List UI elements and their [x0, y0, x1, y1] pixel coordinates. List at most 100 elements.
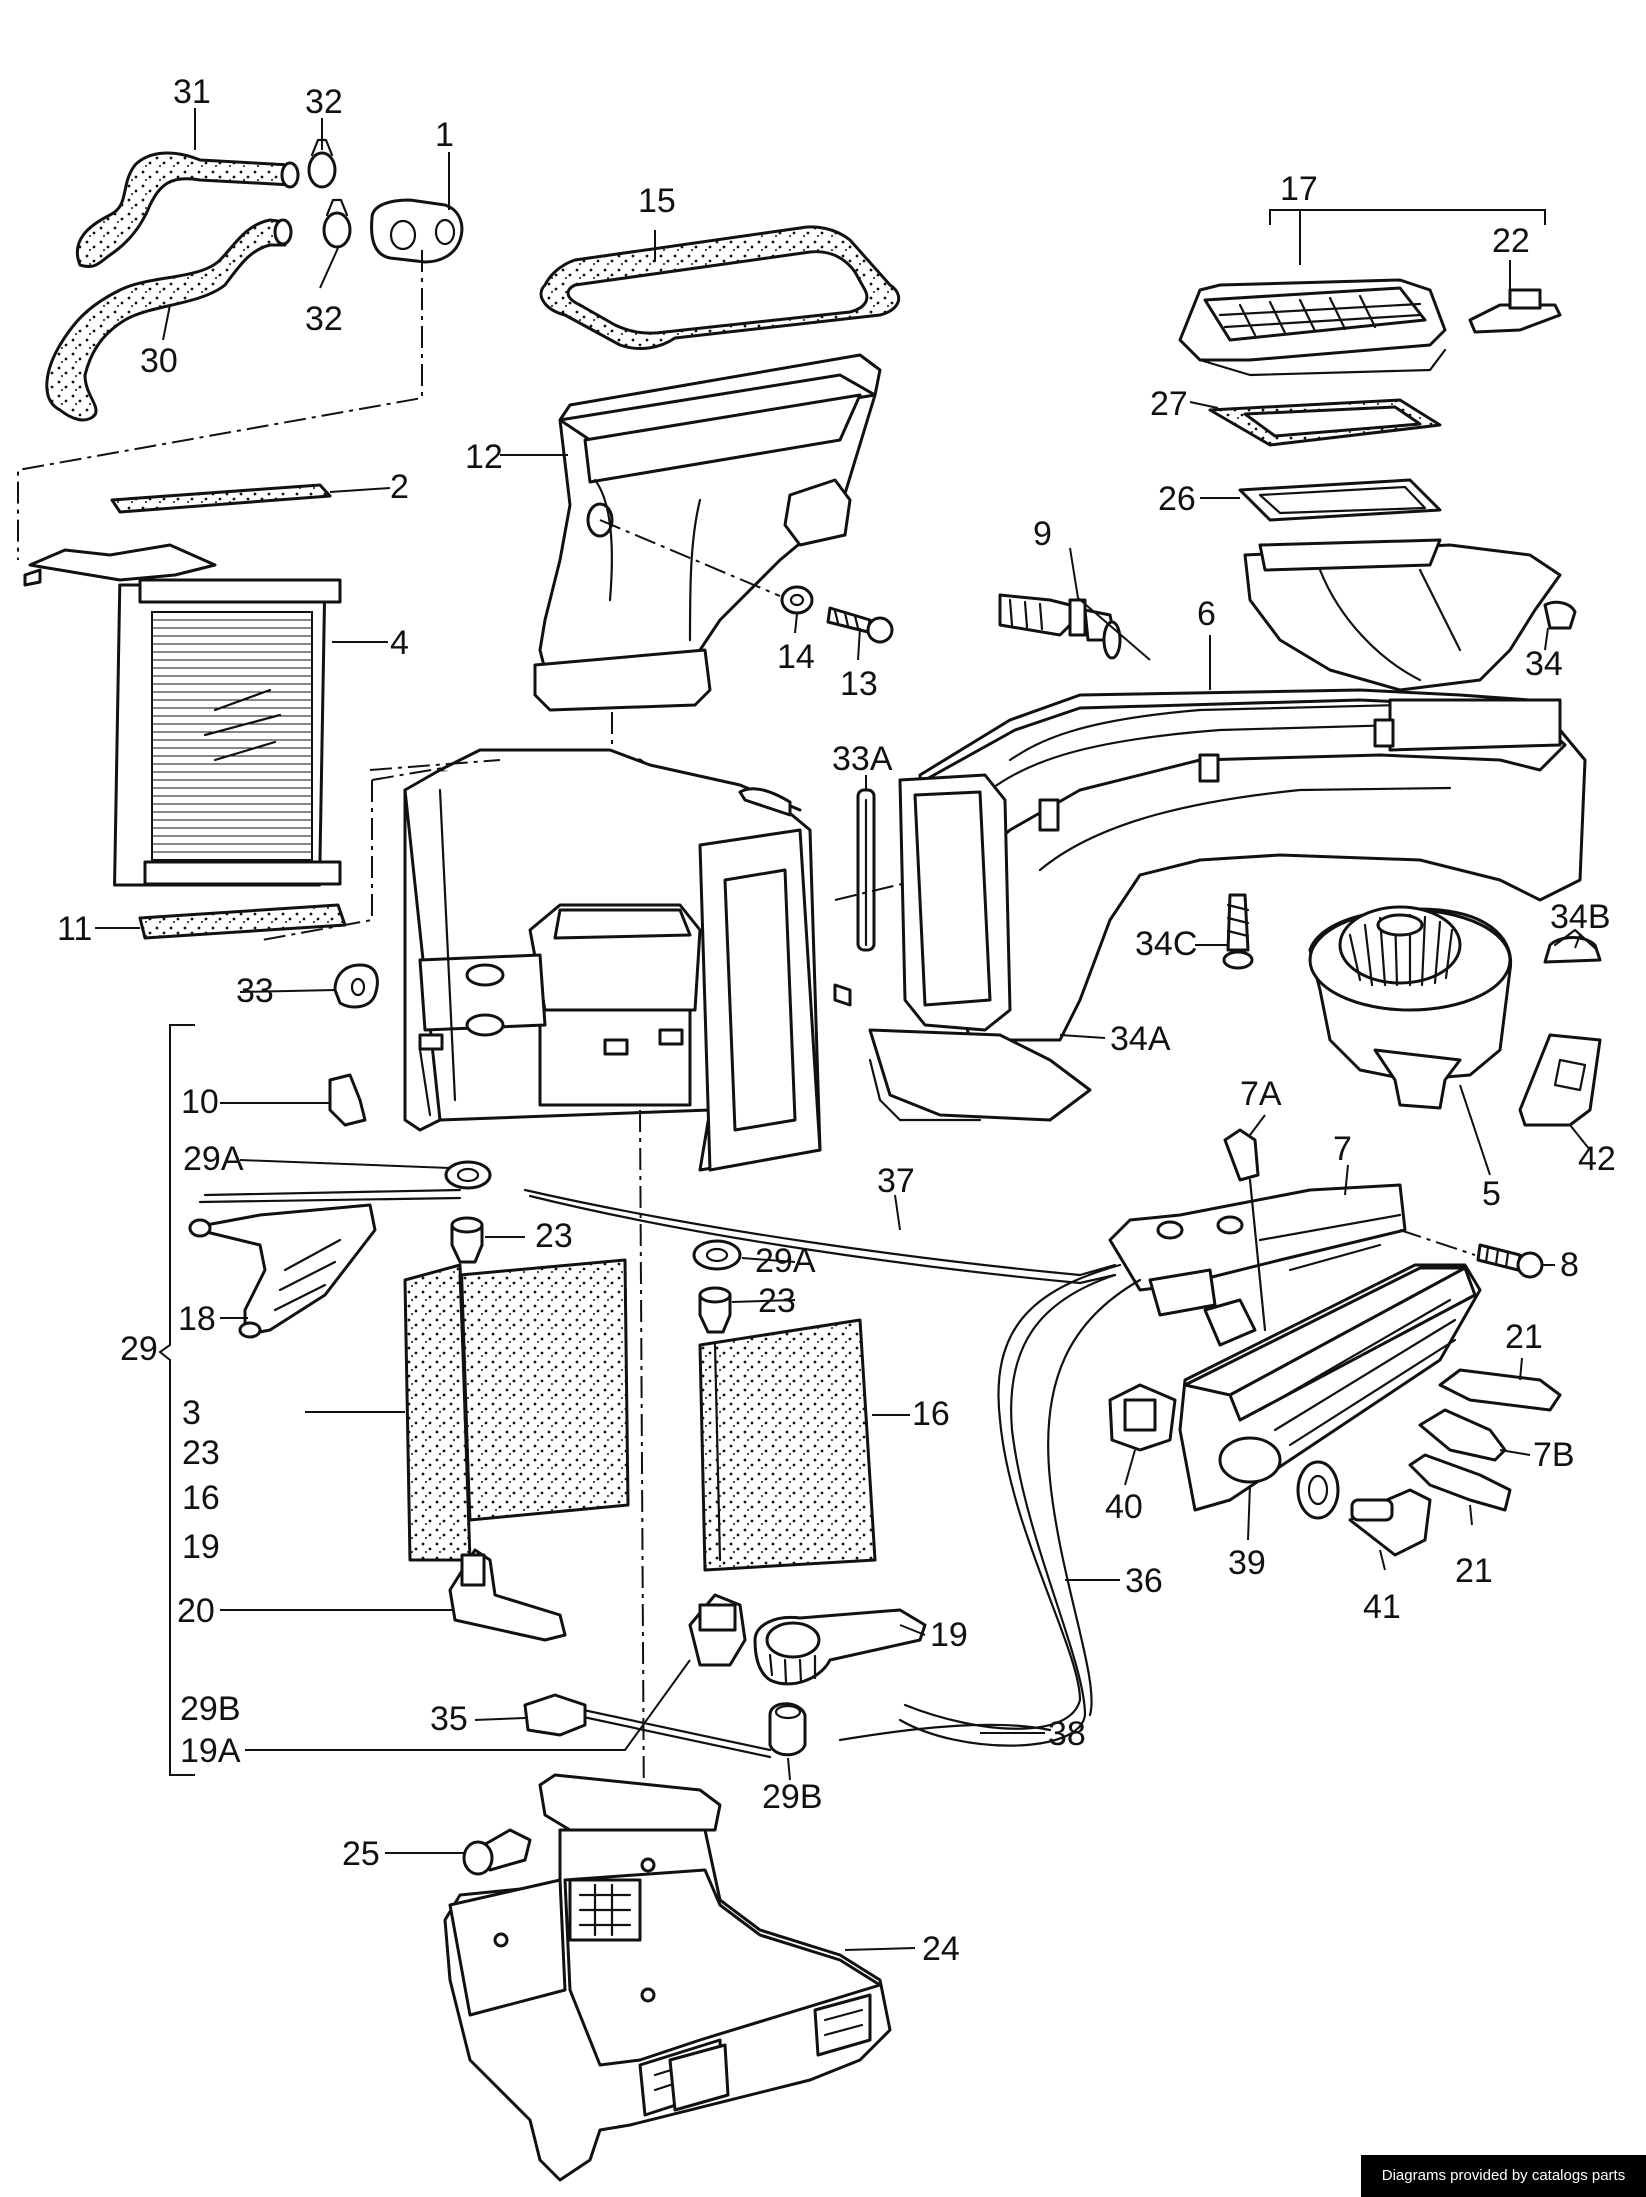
air-flap-16 [698, 1318, 877, 1572]
label-29: 29 [120, 1330, 158, 1368]
seal-strip-11 [138, 903, 347, 940]
label-29b: 29B [762, 1778, 823, 1816]
guide-18 [188, 1203, 377, 1339]
label-18: 18 [178, 1300, 216, 1338]
label-6: 6 [1197, 595, 1216, 633]
seal-27 [1208, 398, 1442, 447]
label-27: 27 [1150, 385, 1188, 423]
label-4: 4 [390, 624, 409, 662]
grommet-1 [370, 198, 464, 264]
connection-line-1 [17, 250, 423, 560]
connection-line-9 [1399, 1229, 1476, 1256]
control-bracket-7 [1108, 1183, 1407, 1347]
connector-9 [998, 593, 1122, 660]
connection-line-3 [371, 759, 491, 781]
lever-20 [448, 1548, 567, 1642]
seal-15 [539, 225, 901, 350]
label-21-top: 21 [1505, 1318, 1543, 1356]
label-7: 7 [1333, 1130, 1352, 1168]
label-37: 37 [877, 1162, 915, 1200]
connection-line-2 [261, 780, 373, 941]
connection-line-6 [369, 759, 501, 771]
label-17: 17 [1280, 170, 1318, 208]
air-duct-12 [533, 353, 882, 712]
slider-21-top [1438, 1368, 1562, 1412]
label-5: 5 [1482, 1175, 1501, 1213]
label-15: 15 [638, 182, 676, 220]
label-33a: 33A [832, 740, 893, 778]
resistor-42 [1518, 1033, 1602, 1127]
bracket-17 [1269, 209, 1546, 265]
label-29a-right: 29A [755, 1242, 816, 1280]
label-34a: 34A [1110, 1020, 1171, 1058]
grommet-29a-left [444, 1160, 492, 1190]
label-31: 31 [173, 73, 211, 111]
label-42: 42 [1578, 1140, 1616, 1178]
label-30: 30 [140, 342, 178, 380]
label-25: 25 [342, 1835, 380, 1873]
cable-36 [903, 1263, 1122, 1730]
bracket-29 [158, 1024, 195, 1776]
blower-motor-5 [1308, 905, 1513, 1110]
cap-23-right [698, 1286, 732, 1334]
label-7a: 7A [1240, 1075, 1282, 1113]
leader-lines [95, 108, 1591, 1951]
label-23-left: 23 [535, 1217, 573, 1255]
label-12: 12 [465, 438, 503, 476]
label-29b-group: 29B [180, 1690, 241, 1728]
seal-strip-2 [110, 483, 332, 514]
label-26: 26 [1158, 480, 1196, 518]
heat-exchanger-4 [23, 543, 342, 887]
rotary-knob-41b [1348, 1488, 1432, 1557]
label-35: 35 [430, 1700, 468, 1738]
label-33: 33 [236, 972, 274, 1010]
screw-8 [1476, 1243, 1544, 1279]
label-32-top: 32 [305, 83, 343, 121]
label-23-group: 23 [182, 1434, 220, 1472]
label-7b: 7B [1533, 1436, 1575, 1474]
cable-29b [558, 1703, 772, 1759]
grommet-29a-right [692, 1239, 742, 1271]
label-29a-left: 29A [183, 1140, 244, 1178]
label-23-right: 23 [758, 1282, 796, 1320]
air-flap-3 [403, 1258, 630, 1562]
label-34b: 34B [1550, 898, 1611, 936]
cable-37 [523, 1188, 1117, 1277]
hose-clamp-32-bottom [322, 198, 352, 249]
label-10: 10 [181, 1083, 219, 1121]
washer-14 [780, 585, 814, 615]
knob-40 [1108, 1383, 1177, 1452]
grommet-34 [1543, 600, 1577, 630]
slider-7b [1418, 1408, 1507, 1462]
label-16-group: 16 [182, 1479, 220, 1517]
label-39: 39 [1228, 1544, 1266, 1582]
label-11: 11 [57, 910, 92, 948]
clip-10 [328, 1073, 367, 1127]
credit-banner: Diagrams provided by catalogs parts [1361, 2155, 1646, 2197]
part-labels: 31 32 1 32 30 15 17 22 27 26 12 2 4 9 6 … [57, 73, 1616, 1968]
cable-36-sheath [898, 1273, 1117, 1747]
label-34c: 34C [1135, 925, 1197, 963]
lever-7a [1223, 1128, 1267, 1332]
knob-41 [1296, 1460, 1340, 1520]
label-3: 3 [182, 1394, 201, 1432]
label-36: 36 [1125, 1562, 1163, 1600]
label-19-group: 19 [182, 1528, 220, 1566]
connection-line-4 [599, 519, 781, 597]
cable-38 [838, 1723, 1052, 1742]
clip-22 [1468, 288, 1562, 334]
slider-21-bottom [1408, 1453, 1512, 1512]
air-duct-6 [868, 688, 1587, 1122]
label-20: 20 [177, 1592, 215, 1630]
nut-25 [462, 1828, 532, 1876]
coolant-hose-31 [75, 151, 300, 269]
label-13: 13 [840, 665, 878, 703]
screw-34c [1222, 893, 1254, 970]
screw-13 [826, 606, 894, 644]
cable-37-sheath [528, 1194, 1117, 1285]
label-1: 1 [435, 116, 454, 154]
cable-38-upper [1047, 1278, 1142, 1717]
plenum-chamber [1243, 538, 1562, 692]
label-19: 19 [930, 1616, 968, 1654]
cap-23-left [450, 1216, 484, 1264]
